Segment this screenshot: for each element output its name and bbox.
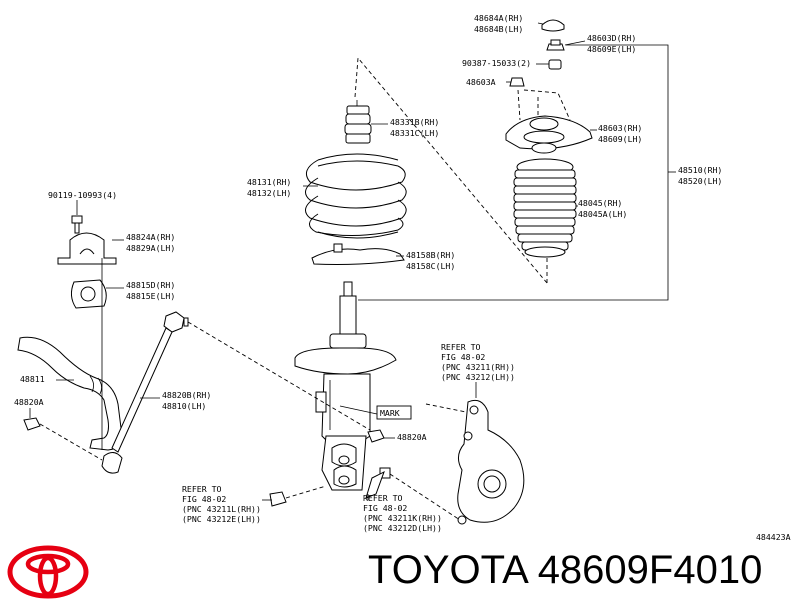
coil-spring-part <box>305 153 407 239</box>
label-spring-rh: 48131(RH) <box>247 177 291 187</box>
label-bumper-rh: 48331B(RH) <box>390 117 439 127</box>
label-bolt: 90119-10993(4) <box>48 190 117 200</box>
steering-knuckle-part <box>457 399 525 525</box>
mount-nut-part <box>509 77 525 87</box>
label-boot-lh: 48045A(LH) <box>578 209 627 219</box>
strut-shock-absorber-part <box>294 281 397 491</box>
label-spring-lh: 48132(LH) <box>247 188 291 198</box>
label-strut-assy-lh: 48520(LH) <box>678 176 722 186</box>
bracket-bolt-part <box>71 215 83 234</box>
link-nut-right-part <box>367 429 385 443</box>
refer-bolt-right-line-4: (PNC 43212D(LH)) <box>363 523 442 533</box>
washer-part <box>548 59 562 70</box>
strut-nut-left-part <box>269 491 287 507</box>
refer-knuckle-line-3: (PNC 43211(RH)) <box>441 362 515 372</box>
label-bracket-rh: 48824A(RH) <box>126 232 175 242</box>
label-washer: 90387-15033(2) <box>462 58 531 68</box>
refer-bolt-right-line-1: REFER TO <box>363 493 403 503</box>
strut-bolt-part <box>365 467 391 499</box>
refer-bolt-right-line-2: FIG 48-02 <box>363 503 407 513</box>
label-strut-assy-rh: 48510(RH) <box>678 165 722 175</box>
label-link-nut-left: 48820A <box>14 397 44 407</box>
label-insulator-rh: 48158B(RH) <box>406 250 455 260</box>
refer-knuckle-line-4: (PNC 43212(LH)) <box>441 372 515 382</box>
spring-insulator-part <box>311 243 405 265</box>
link-nut-left-part <box>23 417 41 431</box>
refer-bolt-left-line-3: (PNC 43211L(RH)) <box>182 504 261 514</box>
refer-bolt-left-line-4: (PNC 43212E(LH)) <box>182 514 261 524</box>
dust-boot-part <box>513 158 577 258</box>
illustration-id: 484423A <box>756 532 791 542</box>
label-bushing-lh: 48815E(LH) <box>126 291 175 301</box>
part-number: 48609F4010 <box>537 548 763 592</box>
nut-part <box>546 39 565 51</box>
label-bushing-rh: 48815D(RH) <box>126 280 175 290</box>
label-bracket-lh: 48829A(LH) <box>126 243 175 253</box>
upper-mount-part <box>505 115 593 154</box>
toyota-logo-icon <box>7 545 89 599</box>
footer-part-title: TOYOTA 48609F4010 <box>368 546 762 594</box>
label-nut-a-lh: 48609E(LH) <box>587 44 636 54</box>
refer-bolt-left-line-2: FIG 48-02 <box>182 494 226 504</box>
label-mount-lh: 48609(LH) <box>598 134 642 144</box>
label-boot-rh: 48045(RH) <box>578 198 622 208</box>
label-link-lh: 48810(LH) <box>162 401 206 411</box>
label-top-cap-rh: 48684A(RH) <box>474 13 523 23</box>
top-cap-part <box>541 19 565 32</box>
stabilizer-link-part <box>101 311 189 474</box>
label-link-rh: 48820B(RH) <box>162 390 211 400</box>
label-top-cap-lh: 48684B(LH) <box>474 24 523 34</box>
label-stabilizer: 48811 <box>20 374 45 384</box>
refer-bolt-right-line-3: (PNC 43211K(RH)) <box>363 513 442 523</box>
label-insulator-lh: 48158C(LH) <box>406 261 455 271</box>
label-bumper-lh: 48331C(LH) <box>390 128 439 138</box>
label-nut-b: 48603A <box>466 77 496 87</box>
label-mount-rh: 48603(RH) <box>598 123 642 133</box>
label-mark: MARK <box>380 408 400 418</box>
bump-stopper-part <box>344 100 372 144</box>
refer-knuckle-line-1: REFER TO <box>441 342 481 352</box>
refer-knuckle-line-2: FIG 48-02 <box>441 352 485 362</box>
label-nut-a-rh: 48603D(RH) <box>587 33 636 43</box>
brand-name: TOYOTA <box>368 548 527 592</box>
label-link-nut-right: 48820A <box>397 432 427 442</box>
refer-bolt-left-line-1: REFER TO <box>182 484 222 494</box>
mark-box <box>376 405 412 420</box>
stabilizer-bracket-part <box>57 232 117 265</box>
stabilizer-bushing-part <box>70 279 107 309</box>
stabilizer-bar-part <box>17 336 123 451</box>
